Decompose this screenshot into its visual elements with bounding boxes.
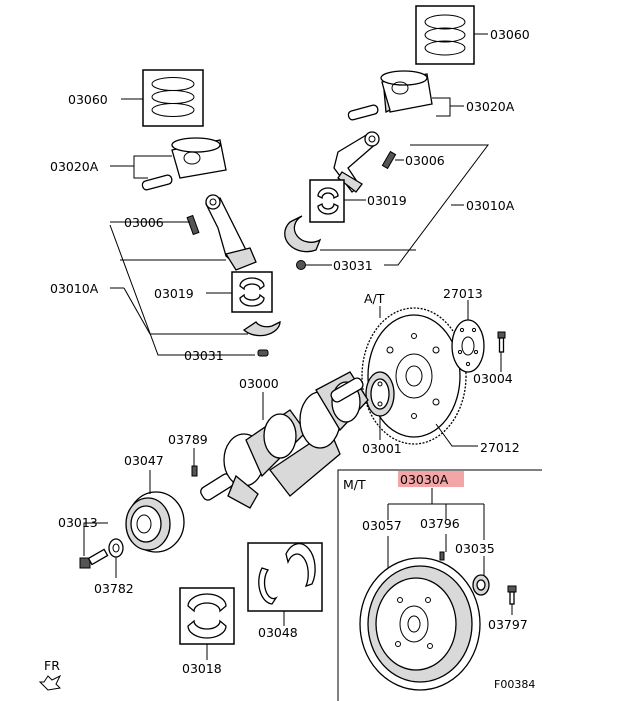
label-flywheel-assy: 03030A <box>400 472 449 487</box>
label-fw-bolt: 03797 <box>488 617 528 632</box>
label-thrust: 03048 <box>258 625 298 640</box>
label-crankshaft: 03000 <box>239 376 279 391</box>
crankshaft[interactable] <box>199 371 369 509</box>
conrod-bearing-right[interactable] <box>309 179 345 223</box>
conrod-bolt-left[interactable] <box>186 214 200 236</box>
conrod-nut-right[interactable] <box>296 260 306 270</box>
label-rod-assy-right: 03010A <box>466 198 515 213</box>
pulley-washer[interactable] <box>108 538 124 558</box>
conrod-bearing-left[interactable] <box>231 271 273 313</box>
fr-arrow-icon <box>38 674 62 691</box>
label-bearing-right: 03019 <box>367 193 407 208</box>
conrod-bolt-right[interactable] <box>381 150 397 170</box>
flywheel-pin[interactable] <box>439 551 445 561</box>
label-pulley-bolt: 03013 <box>58 515 98 530</box>
label-flywheel: 03057 <box>362 518 402 533</box>
thrust-bearing[interactable] <box>247 542 323 612</box>
label-key: 03789 <box>168 432 208 447</box>
label-pin: 03796 <box>420 516 460 531</box>
label-washer: 03782 <box>94 581 134 596</box>
flywheel-assy-highlight <box>398 471 464 487</box>
label-rings-top: 03060 <box>490 27 530 42</box>
main-bearing[interactable] <box>179 587 235 645</box>
label-damper: 03047 <box>124 453 164 468</box>
piston-right[interactable] <box>380 70 433 114</box>
label-plate: 27013 <box>443 286 483 301</box>
crank-adapter[interactable] <box>365 371 395 417</box>
flywheel[interactable] <box>359 557 481 691</box>
conrod-nut-left[interactable] <box>257 349 269 357</box>
label-piston-right: 03020A <box>466 99 515 114</box>
pilot-bushing[interactable] <box>472 574 490 596</box>
label-drive-plate: 27012 <box>480 440 520 455</box>
drive-plate-bolt[interactable] <box>497 331 506 353</box>
figure-id: F00384 <box>494 678 535 691</box>
mt-title: M/T <box>343 477 366 492</box>
label-plate-bolt: 03004 <box>473 371 513 386</box>
conrod-cap-right[interactable] <box>284 215 322 253</box>
label-rings-left: 03060 <box>68 92 108 107</box>
connecting-rod-left[interactable] <box>205 194 257 271</box>
label-bolt-left: 03006 <box>124 215 164 230</box>
woodruff-key[interactable] <box>191 465 198 477</box>
label-bolt-right: 03006 <box>405 153 445 168</box>
label-bearing-left: 03019 <box>154 286 194 301</box>
flywheel-bolt[interactable] <box>507 585 517 605</box>
label-nut-right: 03031 <box>333 258 373 273</box>
label-bushing: 03035 <box>455 541 495 556</box>
conrod-cap-left[interactable] <box>242 320 281 337</box>
connecting-rod-right[interactable] <box>333 131 380 193</box>
piston-rings-left[interactable] <box>142 69 204 127</box>
label-main-bearing: 03018 <box>182 661 222 676</box>
backing-plate[interactable] <box>451 319 485 373</box>
fr-label: FR <box>44 658 60 673</box>
piston-pin-left[interactable] <box>141 174 173 191</box>
at-title: A/T <box>364 291 385 306</box>
label-adapter: 03001 <box>362 441 402 456</box>
piston-rings-right[interactable] <box>415 5 475 65</box>
crank-pulley[interactable] <box>125 491 185 553</box>
label-nut-left: 03031 <box>184 348 224 363</box>
piston-pin-right[interactable] <box>347 104 379 121</box>
label-rod-assy-left: 03010A <box>50 281 99 296</box>
label-piston-left: 03020A <box>50 159 99 174</box>
pulley-bolt[interactable] <box>79 548 109 569</box>
piston-left[interactable] <box>171 137 227 179</box>
